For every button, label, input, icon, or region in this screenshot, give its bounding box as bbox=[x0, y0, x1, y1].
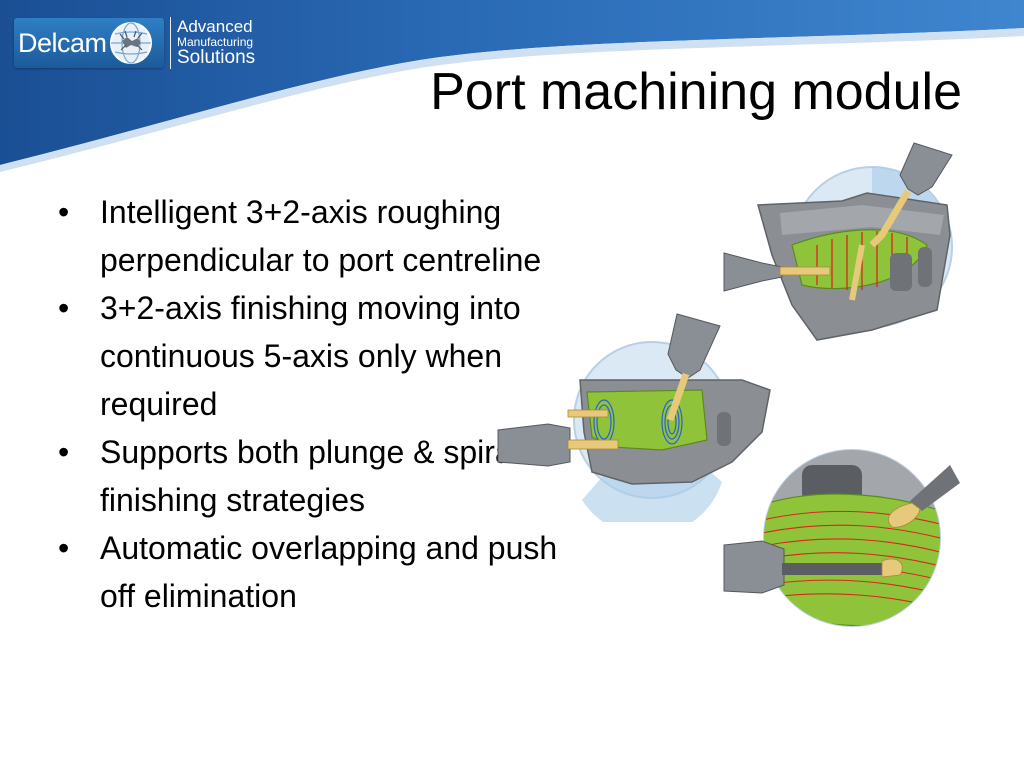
bullet-list: • Intelligent 3+2-axis roughing perpendi… bbox=[58, 188, 568, 620]
logo-brand-text: Delcam bbox=[18, 27, 107, 58]
bullet-item: • Supports both plunge & spiral finishin… bbox=[58, 428, 568, 524]
port-finishing-render bbox=[497, 313, 771, 522]
bullet-item: • Intelligent 3+2-axis roughing perpendi… bbox=[58, 188, 568, 284]
bullet-text: Intelligent 3+2-axis roughing perpendicu… bbox=[100, 194, 542, 278]
logo-badge: Delcam bbox=[14, 18, 164, 68]
logo-tagline: Advanced Manufacturing Solutions bbox=[177, 16, 256, 69]
bullet-text: 3+2-axis finishing moving into continuou… bbox=[100, 290, 521, 422]
bullet-marker: • bbox=[58, 434, 70, 470]
logo-divider bbox=[170, 17, 171, 69]
port-spiral-finishing-render bbox=[723, 449, 960, 627]
bullet-marker: • bbox=[58, 194, 70, 230]
bullet-text: Automatic overlapping and push off elimi… bbox=[100, 530, 558, 614]
header-swoosh-background bbox=[0, 0, 1024, 172]
bullet-item: • Automatic overlapping and push off eli… bbox=[58, 524, 568, 620]
bullet-marker: • bbox=[58, 290, 70, 326]
globe-icon bbox=[109, 22, 152, 64]
slide-title: Port machining module bbox=[430, 63, 962, 121]
delcam-logo[interactable]: Delcam Advanced Manufacturing Solutions bbox=[14, 12, 274, 74]
logo-tagline-line3: Solutions bbox=[177, 47, 256, 69]
logo-tagline-line2: Manufacturing bbox=[177, 34, 254, 49]
port-roughing-render bbox=[723, 142, 953, 341]
bullet-marker: • bbox=[58, 530, 70, 566]
logo-tagline-line1: Advanced bbox=[177, 16, 253, 36]
bullet-text: Supports both plunge & spiral finishing … bbox=[100, 434, 520, 518]
bullet-item: • 3+2-axis finishing moving into continu… bbox=[58, 284, 568, 428]
